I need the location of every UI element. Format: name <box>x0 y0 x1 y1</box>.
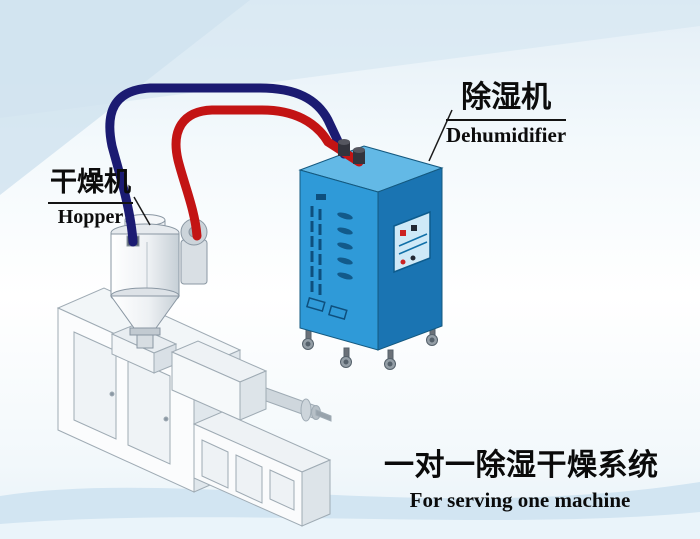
caption-cn: 一对一除湿干燥系统 <box>384 449 659 482</box>
hopper-flange <box>129 327 161 336</box>
button-dark <box>410 255 416 261</box>
indicator-dark <box>411 225 417 231</box>
barrel-nozzle <box>315 409 332 422</box>
lower-panel-3 <box>269 469 295 511</box>
dehumidifier-leader-line <box>428 109 453 162</box>
return-air-pipe <box>105 83 349 247</box>
pipes-group <box>105 83 364 247</box>
hopper-label-en: Hopper <box>57 206 124 228</box>
stub-supply-top <box>353 147 365 153</box>
leader-lines <box>133 109 453 226</box>
hopper-label-cn: 干燥机 <box>48 160 133 204</box>
hopper-label: 干燥机 Hopper <box>48 160 133 229</box>
hopper-blower-box <box>180 239 208 285</box>
dehumidifier-label-cn: 除湿机 <box>446 72 567 121</box>
extruder-door-1 <box>73 331 117 440</box>
hopper-neck <box>136 334 154 349</box>
stub-supply <box>353 150 365 164</box>
indicator-red <box>400 230 406 236</box>
hopper-leader-line <box>133 196 151 226</box>
front-bottom-vents <box>306 297 348 320</box>
brand-plate <box>316 194 326 200</box>
door-handle <box>109 391 115 397</box>
dehumidifier-label: 除湿机 Dehumidifier <box>446 72 567 148</box>
dry-air-pipe <box>171 105 364 241</box>
caption: 一对一除湿干燥系统 For serving one machine <box>384 440 659 513</box>
stub-return-top <box>338 139 350 145</box>
stub-return <box>338 142 350 156</box>
lower-panel-1 <box>201 439 229 489</box>
barrel-flange <box>300 398 312 422</box>
gearbox-side <box>239 370 267 421</box>
front-vent-slots <box>310 206 322 295</box>
button-red <box>400 259 406 265</box>
hopper-body <box>110 233 180 297</box>
front-vent-louvers <box>337 212 353 280</box>
control-panel <box>393 210 431 274</box>
door-handle <box>163 416 169 422</box>
caption-en: For serving one machine <box>409 488 631 512</box>
lower-cabinet-side <box>301 459 331 527</box>
dehumidifier-unit <box>298 145 444 370</box>
lower-panel-2 <box>235 454 263 504</box>
dehumidifier-label-en: Dehumidifier <box>446 123 567 147</box>
pipe-stubs <box>338 139 365 164</box>
extruder-door-2 <box>127 356 171 465</box>
